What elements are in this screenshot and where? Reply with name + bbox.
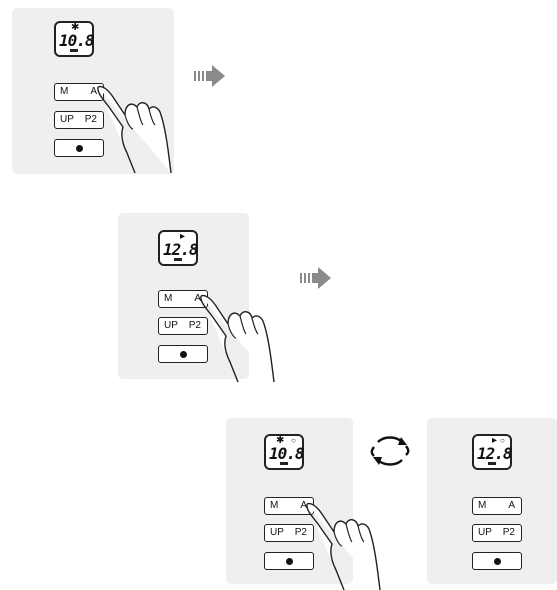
program-button[interactable]: UP P2 — [54, 111, 104, 129]
program-button[interactable]: UP P2 — [158, 317, 208, 335]
lcd-display: ✱ ○ 10.8 — [264, 434, 305, 470]
program-up-label: UP — [60, 114, 74, 125]
mode-auto-label: A — [90, 86, 97, 97]
mode-auto-label: A — [508, 500, 515, 511]
power-button[interactable] — [54, 139, 104, 157]
right-arrow-icon — [194, 65, 225, 87]
power-dot-icon — [179, 350, 187, 358]
program-up-label: UP — [164, 320, 178, 331]
power-button[interactable] — [264, 552, 314, 570]
temperature-value: 10.8 — [269, 444, 305, 463]
thermostat-panel-1: ✱ 10.8 M A UP P2 — [12, 8, 174, 174]
mode-button[interactable]: M A — [264, 497, 314, 515]
lcd-display: ▸ 12.8 — [158, 230, 199, 266]
sun-icon: ✱ — [276, 435, 285, 446]
battery-icon — [70, 49, 78, 52]
right-arrow-icon — [300, 267, 331, 289]
clock-icon: ○ — [500, 436, 505, 445]
mode-manual-label: M — [270, 500, 279, 511]
sun-icon: ✱ — [71, 22, 80, 33]
power-dot-icon — [493, 557, 501, 565]
pointing-hand-icon — [306, 502, 381, 590]
thermostat-panel-4: ▸ ○ 12.8 M A UP P2 — [427, 418, 557, 584]
pointing-hand-icon — [200, 294, 275, 383]
program-p2-label: P2 — [84, 114, 97, 125]
lcd-display: ✱ 10.8 — [54, 21, 95, 57]
flag-icon: ▸ — [180, 231, 186, 242]
program-p2-label: P2 — [188, 320, 201, 331]
program-button[interactable]: UP P2 — [472, 524, 522, 542]
pointing-hand-icon — [97, 85, 172, 174]
program-up-label: UP — [478, 527, 492, 538]
mode-manual-label: M — [164, 293, 173, 304]
battery-icon — [280, 462, 288, 465]
temperature-value: 12.8 — [163, 240, 199, 259]
battery-icon — [174, 258, 182, 261]
mode-auto-label: A — [300, 500, 307, 511]
program-up-label: UP — [270, 527, 284, 538]
program-p2-label: P2 — [294, 527, 307, 538]
thermostat-panel-2: ▸ 12.8 M A UP P2 — [118, 213, 249, 379]
flag-icon: ▸ — [492, 435, 498, 446]
mode-button[interactable]: M A — [472, 497, 522, 515]
mode-auto-label: A — [194, 293, 201, 304]
power-dot-icon — [75, 144, 83, 152]
power-button[interactable] — [472, 552, 522, 570]
power-dot-icon — [285, 557, 293, 565]
cycle-arrows-icon — [370, 436, 410, 466]
mode-manual-label: M — [478, 500, 487, 511]
program-p2-label: P2 — [502, 527, 515, 538]
temperature-value: 12.8 — [477, 444, 513, 463]
clock-icon: ○ — [291, 436, 296, 445]
power-button[interactable] — [158, 345, 208, 363]
program-button[interactable]: UP P2 — [264, 524, 314, 542]
temperature-value: 10.8 — [59, 31, 95, 50]
mode-button[interactable]: M A — [54, 83, 104, 101]
battery-icon — [488, 462, 496, 465]
lcd-display: ▸ ○ 12.8 — [472, 434, 513, 470]
mode-manual-label: M — [60, 86, 69, 97]
